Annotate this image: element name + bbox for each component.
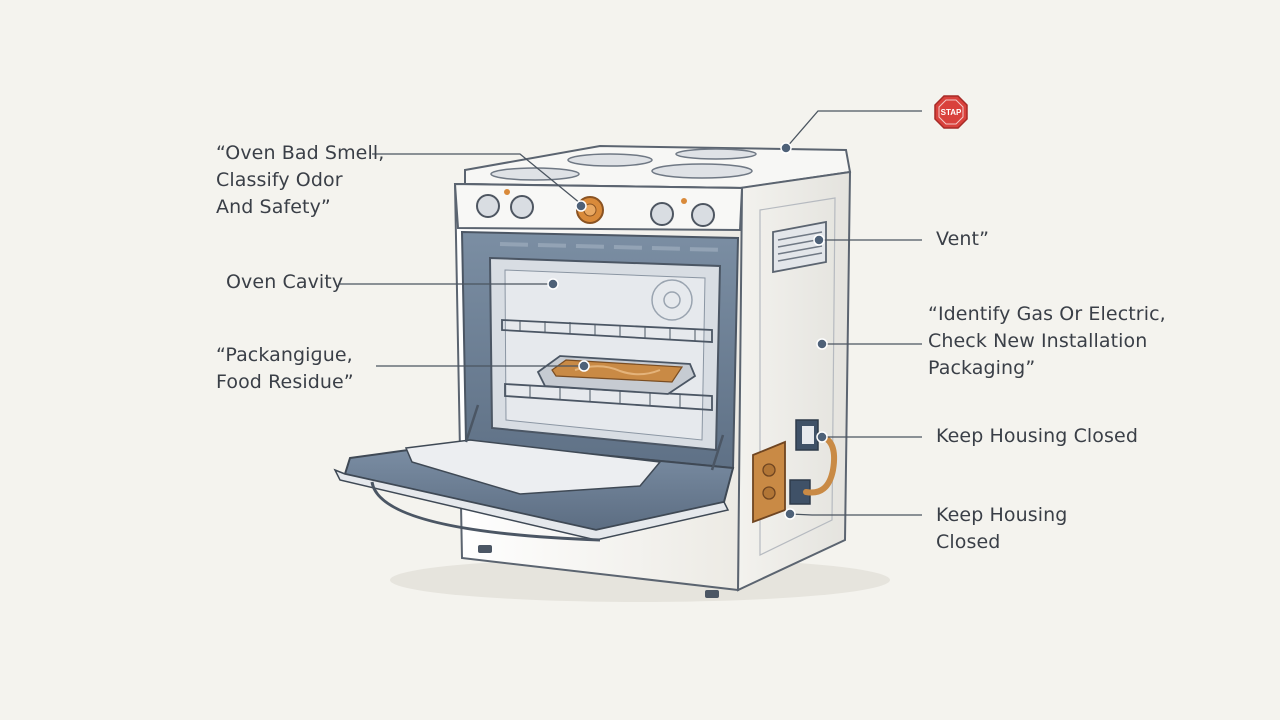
- indicator-light: [504, 189, 510, 195]
- control-knob: [510, 195, 534, 219]
- callout-housing-2: Keep Housing Closed: [936, 504, 1068, 553]
- oven-rack: [501, 319, 713, 343]
- wall-outlet: [752, 440, 786, 524]
- callout-housing-1: Keep Housing Closed: [936, 425, 1138, 447]
- control-knob: [476, 194, 500, 218]
- foot: [478, 545, 492, 553]
- oven-door: [333, 404, 735, 542]
- oven-cavity-drawing: [460, 230, 740, 470]
- callout-vent: Vent”: [936, 228, 990, 250]
- stop-sign-text: STAP: [941, 108, 962, 117]
- burner: [675, 148, 757, 160]
- indicator-light: [681, 198, 687, 204]
- leader-lines: [340, 110, 922, 516]
- burner: [567, 153, 653, 167]
- callout-smell: “Oven Bad Smell, Classify Odor And Safet…: [216, 142, 385, 218]
- control-knob: [650, 202, 674, 226]
- burner: [651, 163, 753, 179]
- leader-dots: [547, 142, 828, 520]
- burner: [490, 167, 580, 181]
- foot: [705, 590, 719, 598]
- control-knob: [691, 203, 715, 227]
- callout-packaging: “Packangiɡue, Food Residue”: [216, 344, 354, 393]
- stop-sign-icon: STAP: [934, 95, 968, 129]
- power-plug: [789, 419, 838, 505]
- callout-oven-cavity: Oven Cavity: [226, 271, 344, 293]
- cooktop: [464, 144, 852, 190]
- control-panel: [453, 182, 744, 232]
- callout-gas-electric: “Identify Gas Or Electric, Check New Ins…: [928, 303, 1166, 379]
